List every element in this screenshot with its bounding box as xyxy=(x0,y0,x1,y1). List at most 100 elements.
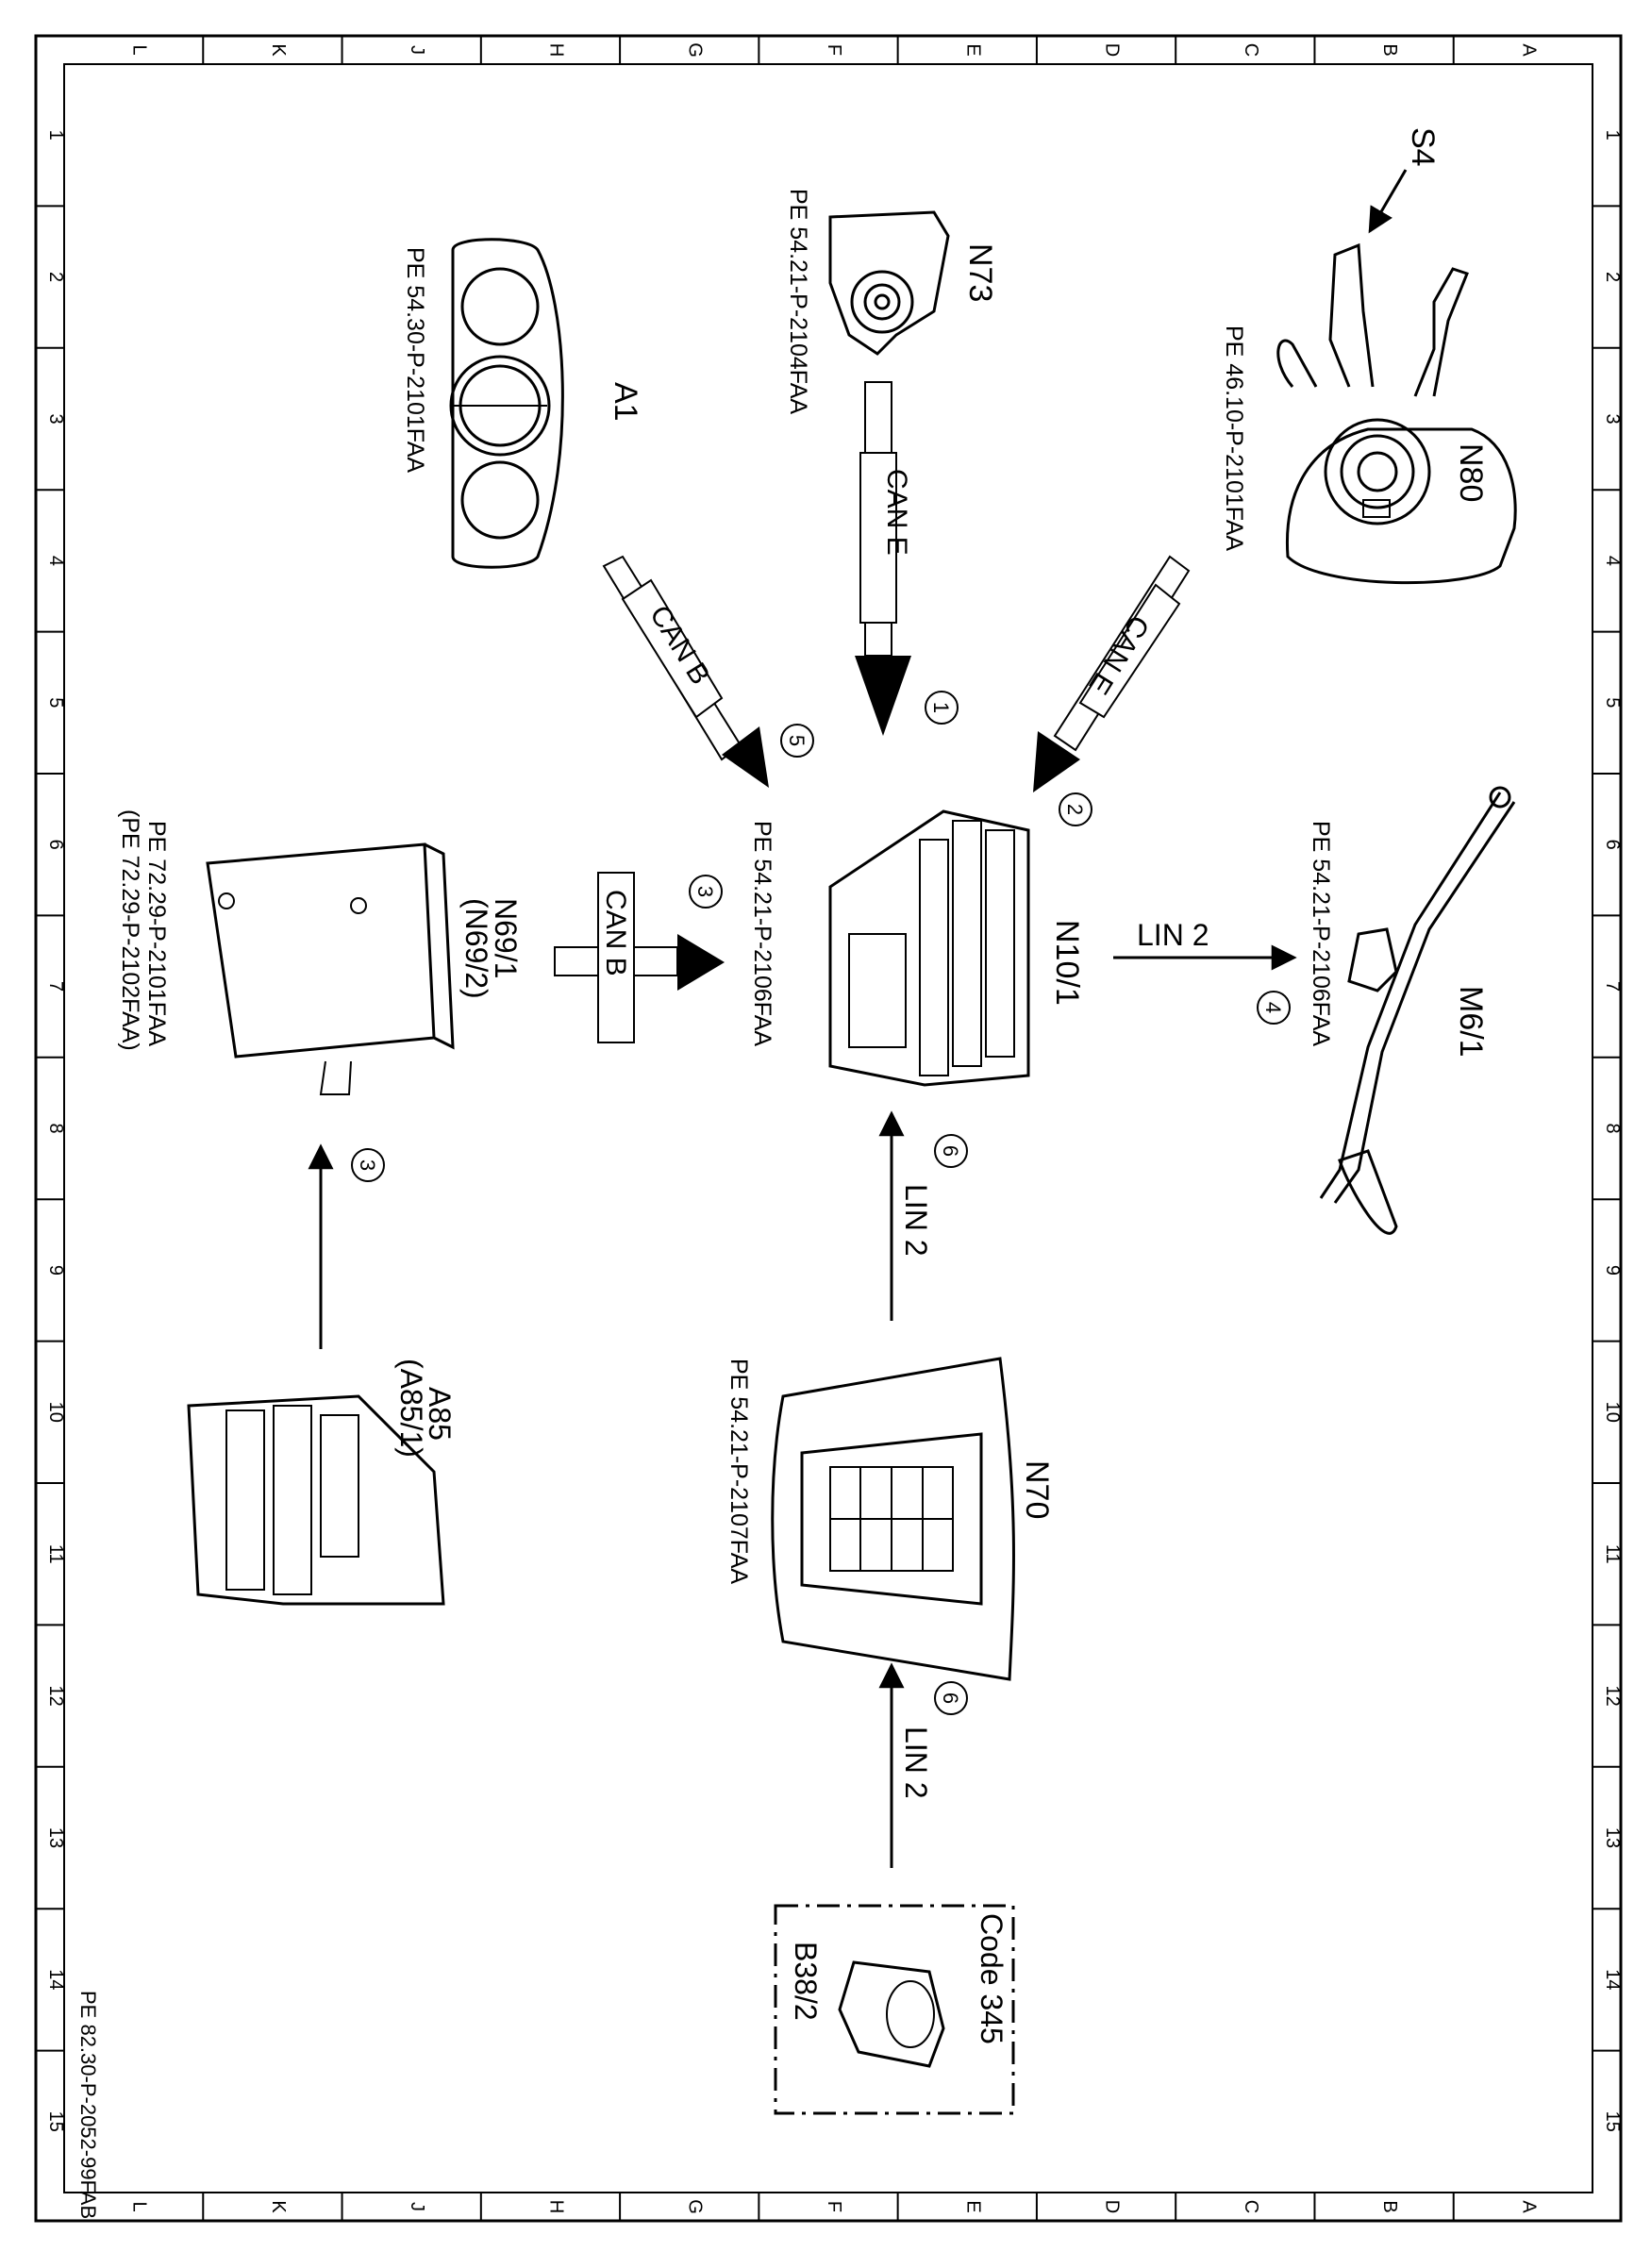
inner-frame xyxy=(63,63,1593,2193)
column-label-f: F xyxy=(824,44,844,56)
row-label-4: 4 xyxy=(1602,556,1623,566)
component-n73[interactable]: N73 PE 54.21-P-2104FAA xyxy=(785,189,998,414)
b38-2-code: Code 345 xyxy=(975,1913,1009,2044)
bus-label-4: LIN 2 xyxy=(1137,918,1209,952)
conn-num-2: 2 xyxy=(1063,804,1087,815)
column-label-b: B xyxy=(1379,43,1400,56)
component-s4: S4 xyxy=(1368,127,1441,234)
column-label-l: L xyxy=(129,2201,150,2211)
conn-num-5: 5 xyxy=(785,735,809,746)
bus-label-3: CAN B xyxy=(600,890,631,976)
n69-1-label: N69/1 xyxy=(489,898,523,978)
conn-num-1: 1 xyxy=(929,702,953,713)
n69-2-label: (N69/2) xyxy=(459,898,493,999)
row-label-4: 4 xyxy=(45,556,66,566)
n70-label: N70 xyxy=(1019,1460,1055,1519)
column-label-d: D xyxy=(1102,2200,1123,2213)
document-id: PE 82.30-P-2052-99FAB xyxy=(76,1991,100,2219)
component-m6-1[interactable]: M6/1 PE 54.21-P-2106FAA xyxy=(1308,786,1516,1235)
row-label-10: 10 xyxy=(45,1402,66,1423)
column-label-j: J xyxy=(407,45,427,55)
connection-6b: LIN 2 6 xyxy=(878,1662,968,1868)
row-label-6: 6 xyxy=(45,840,66,850)
bus-label-1: CAN E xyxy=(881,469,912,556)
row-label-5: 5 xyxy=(1602,697,1623,708)
m6-1-ref: PE 54.21-P-2106FAA xyxy=(1308,821,1334,1046)
column-label-b: B xyxy=(1379,2200,1400,2212)
column-label-a: A xyxy=(1518,2200,1539,2213)
row-label-9: 9 xyxy=(1602,1265,1623,1276)
component-n10-1[interactable]: N10/1 PE 54.21-P-2106FAA xyxy=(749,809,1085,1087)
row-label-11: 11 xyxy=(45,1544,66,1564)
column-label-e: E xyxy=(962,43,983,56)
component-n69-1[interactable]: N69/1 (N69/2) PE 72.29-P-2101FAA (PE 72.… xyxy=(117,809,523,1095)
component-a1[interactable]: A1 PE 54.30-P-2101FAA xyxy=(402,238,643,569)
component-n80[interactable]: N80 PE 46.10-P-2101FAA xyxy=(1221,242,1517,585)
bus-label-6b: LIN 2 xyxy=(899,1726,933,1798)
column-label-c: C xyxy=(1241,2200,1261,2213)
row-label-2: 2 xyxy=(1602,272,1623,282)
component-a85[interactable]: A85 (A85/1) xyxy=(187,1359,457,1606)
column-label-h: H xyxy=(545,43,566,57)
row-label-6: 6 xyxy=(1602,840,1623,850)
column-label-k: K xyxy=(268,2200,289,2213)
b38-2-label: B38/2 xyxy=(789,1942,823,2021)
component-n70[interactable]: N70 PE 54.21-P-2107FAA xyxy=(725,1357,1055,1681)
n73-label: N73 xyxy=(962,243,998,302)
n69-ref-2: (PE 72.29-P-2102FAA) xyxy=(117,809,143,1051)
row-label-15: 15 xyxy=(45,2111,66,2132)
row-label-12: 12 xyxy=(45,1685,66,1706)
n70-ref: PE 54.21-P-2107FAA xyxy=(725,1359,752,1584)
column-label-h: H xyxy=(545,2200,566,2213)
connection-3: CAN B 3 xyxy=(554,872,725,1043)
row-label-14: 14 xyxy=(1602,1969,1623,1990)
column-label-j: J xyxy=(407,2202,427,2211)
n10-1-ref: PE 54.21-P-2106FAA xyxy=(749,821,775,1046)
conn-num-4: 4 xyxy=(1261,1002,1285,1013)
row-label-1: 1 xyxy=(1602,130,1623,141)
conn-num-6b: 6 xyxy=(939,1693,962,1704)
column-label-l: L xyxy=(129,44,150,55)
n80-ref: PE 46.10-P-2101FAA xyxy=(1221,325,1247,551)
a85-label: A85 xyxy=(423,1387,457,1441)
n80-label: N80 xyxy=(1453,443,1489,502)
bus-label-6a: LIN 2 xyxy=(899,1184,933,1256)
row-label-3: 3 xyxy=(45,413,66,424)
connection-2: CAN E 2 xyxy=(1033,555,1191,826)
row-label-8: 8 xyxy=(45,1123,66,1133)
a85-1-label: (A85/1) xyxy=(394,1359,428,1458)
column-label-a: A xyxy=(1518,43,1539,57)
conn-num-3: 3 xyxy=(693,886,717,897)
row-label-12: 12 xyxy=(1602,1685,1623,1706)
row-label-8: 8 xyxy=(1602,1123,1623,1133)
row-label-1: 1 xyxy=(45,130,66,141)
conn-num-6a: 6 xyxy=(939,1145,962,1157)
m6-1-label: M6/1 xyxy=(1453,986,1489,1058)
column-label-g: G xyxy=(685,2199,706,2214)
connection-3b: 3 xyxy=(308,1143,385,1349)
row-label-3: 3 xyxy=(1602,413,1623,424)
outer-frame xyxy=(34,34,1623,2223)
n73-ref: PE 54.21-P-2104FAA xyxy=(785,189,811,414)
a1-label: A1 xyxy=(608,382,643,422)
row-label-7: 7 xyxy=(1602,981,1623,992)
row-label-7: 7 xyxy=(45,981,66,992)
s4-label: S4 xyxy=(1405,127,1441,167)
row-label-2: 2 xyxy=(45,272,66,282)
column-label-g: G xyxy=(685,42,706,58)
component-b38-2[interactable]: Code 345 B38/2 xyxy=(774,1904,1015,2115)
n69-ref-1: PE 72.29-P-2101FAA xyxy=(143,821,170,1046)
connection-6a: LIN 2 6 xyxy=(878,1110,968,1321)
row-label-11: 11 xyxy=(1602,1544,1623,1564)
connection-1: CAN E 1 xyxy=(855,381,959,736)
row-label-9: 9 xyxy=(45,1265,66,1276)
column-label-k: K xyxy=(268,43,289,57)
connection-5: CAN B 5 xyxy=(602,555,814,788)
row-label-13: 13 xyxy=(1602,1827,1623,1848)
